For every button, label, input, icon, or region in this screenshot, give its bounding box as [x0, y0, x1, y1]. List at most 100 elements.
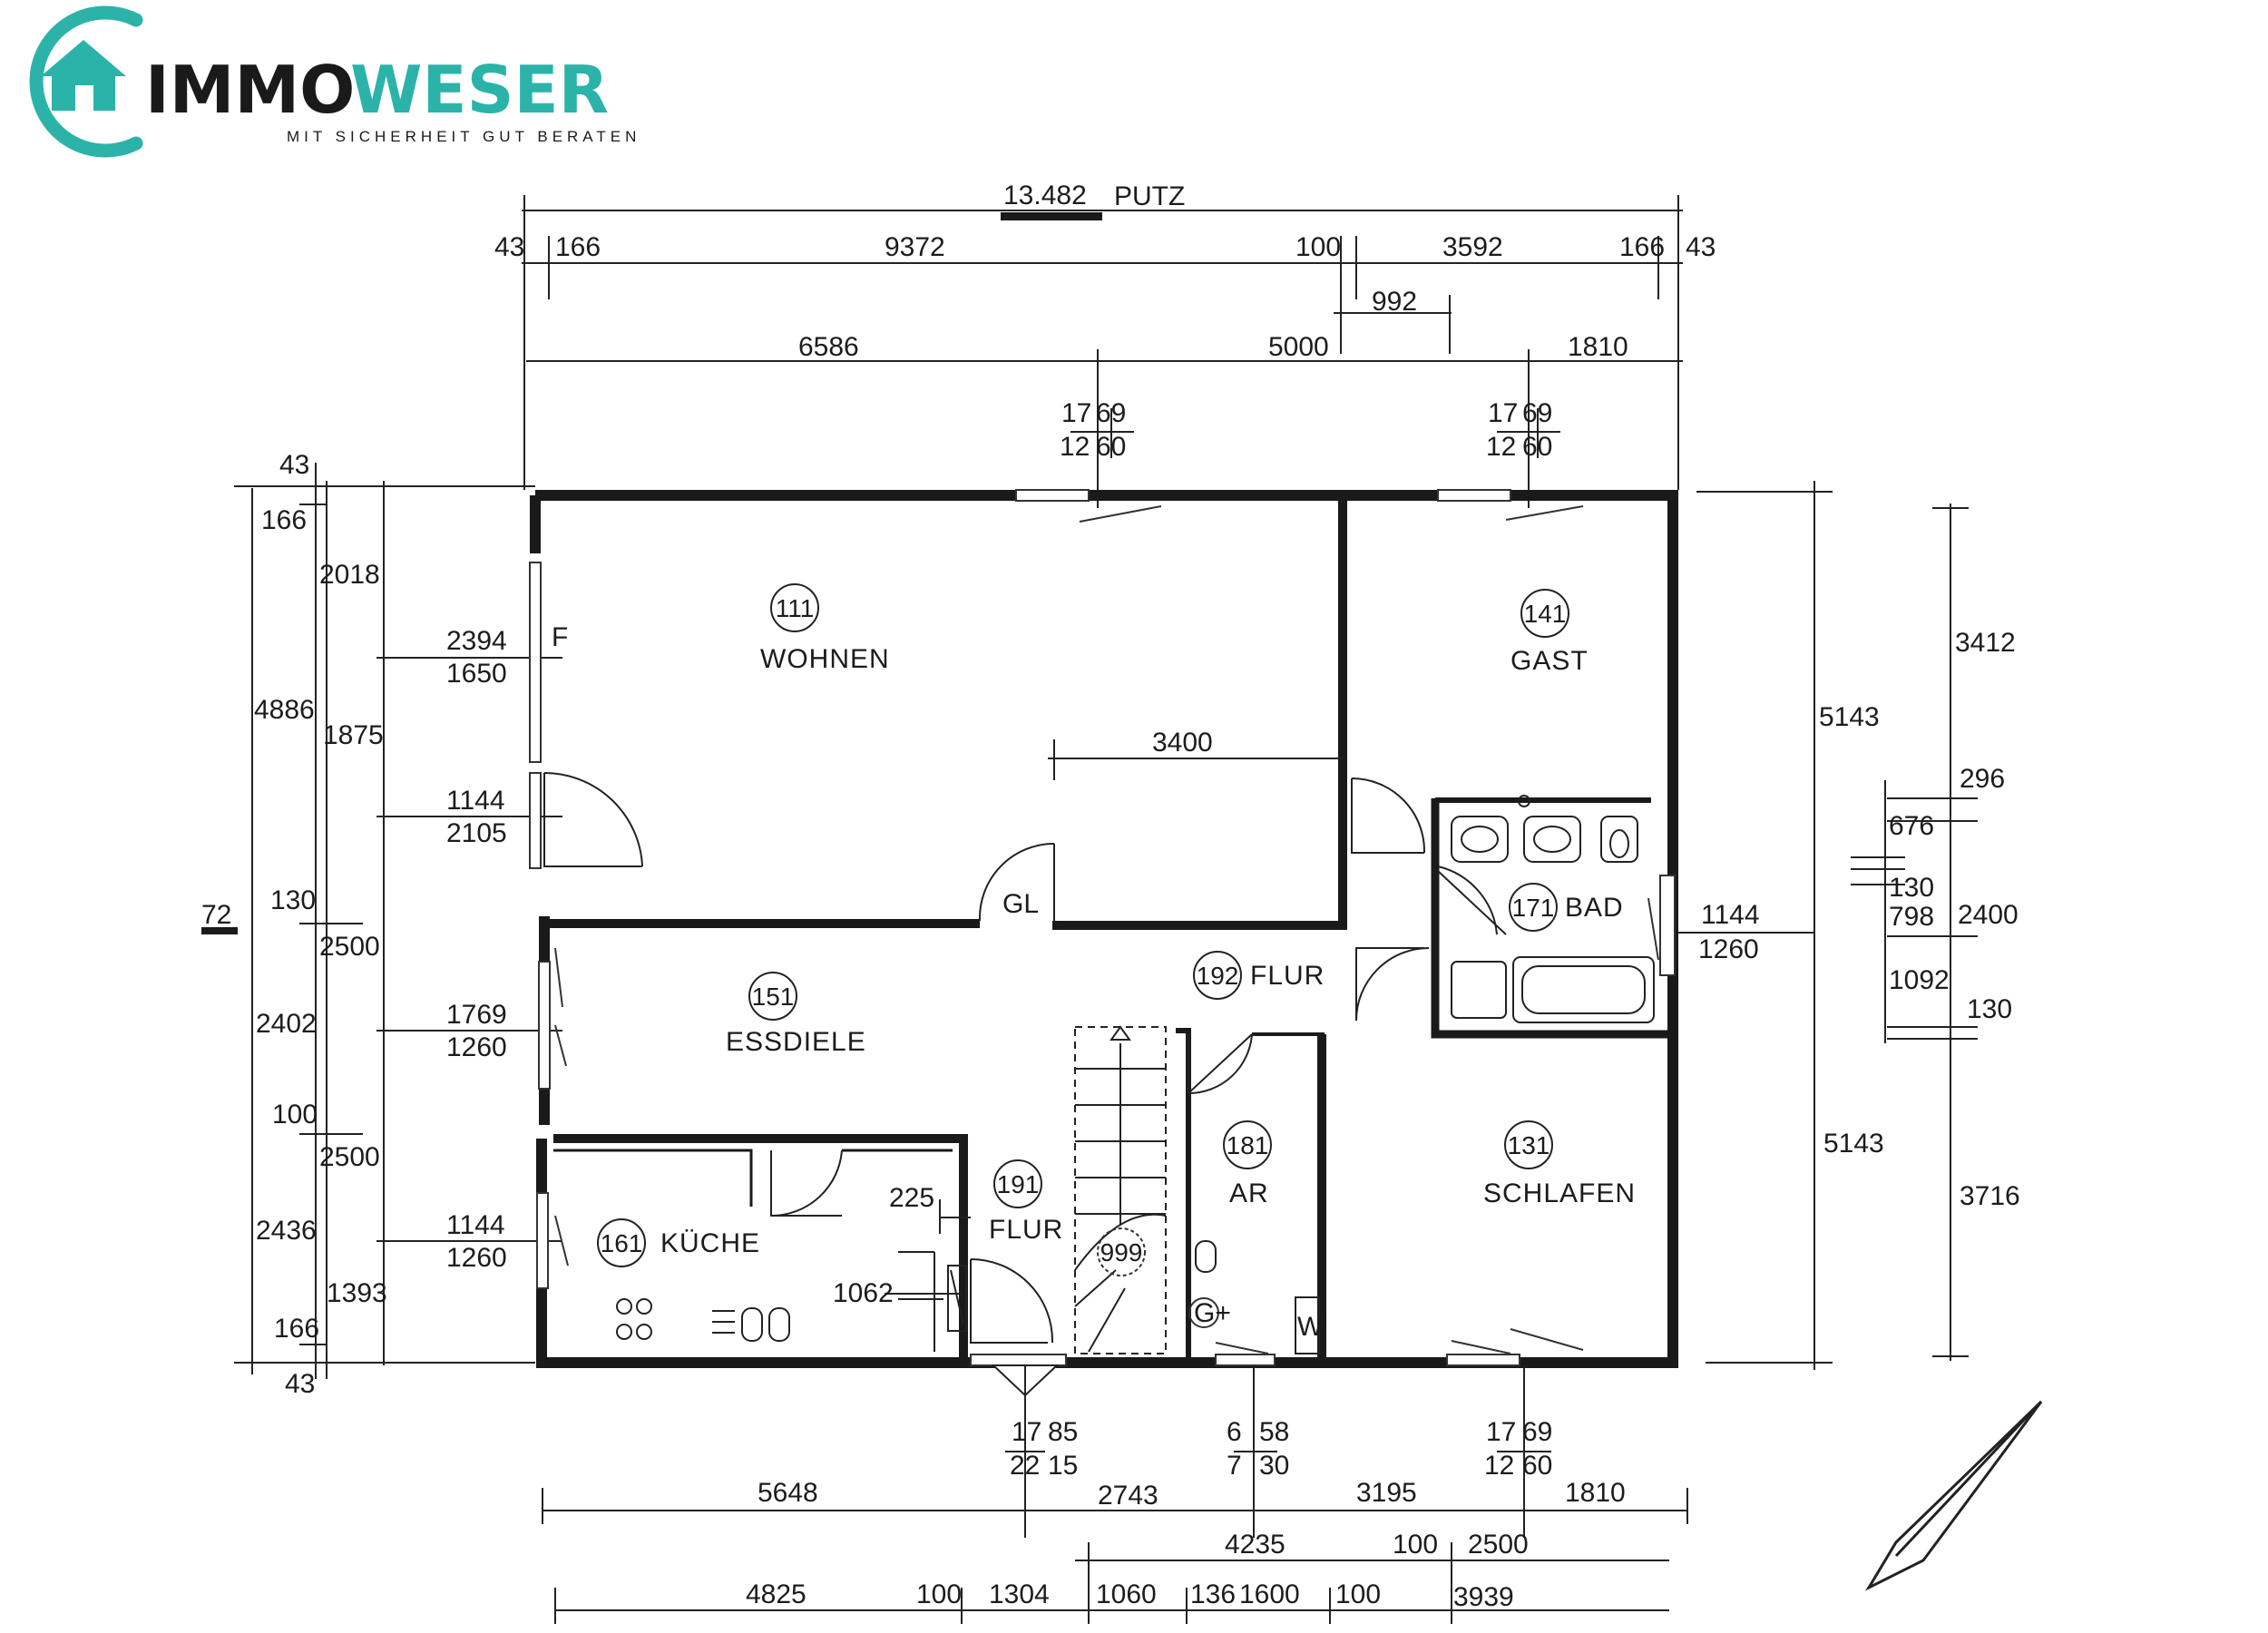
- left-dim-43-bottom: 43: [285, 1369, 315, 1399]
- entrance-arrow: [991, 1364, 1060, 1424]
- overall-width-mark: [1001, 212, 1102, 220]
- windows: [529, 489, 1676, 1366]
- right-dim-5143-top: 5143: [1819, 702, 1880, 732]
- bottom-dim-2743: 2743: [1098, 1481, 1158, 1511]
- room-gast: 141 GAST: [1510, 589, 1589, 676]
- label-gl: GL: [1002, 889, 1039, 919]
- svg-text:1769: 1769: [446, 1000, 507, 1030]
- bottom-dim-2500: 2500: [1468, 1530, 1529, 1560]
- top-dim-992: 992: [1372, 287, 1417, 317]
- washer-label: W: [1297, 1312, 1324, 1342]
- room-essdiele: 151 ESSDIELE: [726, 972, 865, 1057]
- overall-width: 13.482: [1003, 181, 1087, 210]
- window-label-top-1: 17 69 12 60: [1060, 398, 1126, 462]
- bathroom-fixtures: [1451, 795, 1655, 1023]
- bottom-dim-100-a: 100: [1393, 1530, 1438, 1560]
- left-dim-2500-a: 2500: [319, 932, 380, 962]
- svg-text:15: 15: [1048, 1451, 1078, 1481]
- bottom-dim-100-b: 100: [916, 1579, 962, 1609]
- svg-text:191: 191: [997, 1170, 1040, 1198]
- left-window-labels: 2394 1650 1144 2105 1769 1260 1144 1260: [446, 626, 507, 1273]
- cut-mark: [201, 927, 238, 934]
- svg-text:22: 22: [1010, 1451, 1040, 1481]
- room-flur-192: 192 FLUR: [1193, 951, 1325, 1000]
- svg-text:17: 17: [1488, 398, 1518, 428]
- left-dim-4886: 4886: [254, 695, 315, 725]
- right-dim-3412: 3412: [1955, 628, 2016, 658]
- top-dim-3: 9372: [885, 232, 945, 262]
- north-arrow-icon: [1865, 1400, 2043, 1591]
- room-flur-191: 191 FLUR: [989, 1159, 1063, 1245]
- top-dim-2: 166: [555, 232, 601, 262]
- svg-text:1650: 1650: [446, 659, 507, 689]
- svg-text:192: 192: [1197, 962, 1239, 990]
- interior-dimensions: [885, 739, 1343, 1295]
- svg-text:1144: 1144: [446, 786, 505, 816]
- svg-text:GAST: GAST: [1510, 646, 1589, 676]
- room-wohnen: 111 WOHNEN: [760, 583, 890, 674]
- room-999-marker: 999: [1097, 1227, 1146, 1276]
- left-dim-1393: 1393: [327, 1278, 387, 1308]
- right-dim-5143-bottom: 5143: [1823, 1129, 1884, 1159]
- svg-text:FLUR: FLUR: [989, 1215, 1063, 1245]
- svg-text:17: 17: [1012, 1417, 1041, 1447]
- room-bad: 171 BAD: [1509, 883, 1623, 932]
- kitchen-fixtures: [616, 1251, 967, 1352]
- svg-text:KÜCHE: KÜCHE: [660, 1228, 760, 1258]
- right-dim-1092: 1092: [1889, 965, 1950, 995]
- svg-text:2105: 2105: [446, 818, 507, 848]
- svg-text:AR: AR: [1229, 1178, 1269, 1208]
- house-icon: [41, 40, 126, 111]
- top-dim-7: 43: [1686, 232, 1716, 262]
- svg-text:1144: 1144: [1701, 900, 1760, 930]
- window-label-top-2: 17 69 12 60: [1486, 398, 1552, 462]
- top-dim-1810: 1810: [1568, 332, 1628, 362]
- left-dim-2436: 2436: [256, 1216, 317, 1246]
- bottom-dim-1810: 1810: [1565, 1478, 1626, 1508]
- brand-name-part1: IMMO: [145, 52, 355, 128]
- svg-text:WOHNEN: WOHNEN: [760, 644, 890, 674]
- top-dim-4: 100: [1295, 232, 1341, 262]
- svg-text:12: 12: [1486, 432, 1516, 462]
- immoweser-logo: IMMO WESER MIT SICHERHEIT GUT BERATEN: [29, 5, 636, 158]
- svg-text:171: 171: [1512, 894, 1555, 922]
- right-dim-2400: 2400: [1958, 900, 2019, 930]
- bottom-dim-4235: 4235: [1225, 1530, 1286, 1560]
- brand-name-part2: WESER: [350, 52, 609, 128]
- svg-text:6: 6: [1227, 1417, 1242, 1447]
- bottom-dim-1060: 1060: [1096, 1579, 1157, 1609]
- right-dim-676: 676: [1889, 811, 1934, 841]
- label-f: F: [552, 622, 568, 652]
- svg-text:1260: 1260: [446, 1032, 507, 1062]
- svg-text:111: 111: [776, 594, 815, 622]
- gas-meter: G+: [1188, 1297, 1231, 1328]
- staircase: [1074, 1025, 1167, 1354]
- left-dim-2402: 2402: [256, 1009, 317, 1039]
- bottom-dim-1600: 1600: [1239, 1579, 1300, 1609]
- svg-text:17: 17: [1486, 1417, 1516, 1447]
- bottom-dim-136: 136: [1190, 1579, 1236, 1609]
- overall-width-suffix: PUTZ: [1114, 181, 1185, 211]
- left-dim-166-bottom: 166: [274, 1314, 319, 1344]
- svg-text:69: 69: [1096, 398, 1126, 428]
- right-dim-296: 296: [1960, 764, 2005, 794]
- svg-text:181: 181: [1227, 1131, 1269, 1159]
- bottom-dim-100-c: 100: [1335, 1579, 1381, 1609]
- left-dim-2500-b: 2500: [319, 1142, 380, 1172]
- bottom-dimensions: [542, 1365, 1688, 1624]
- svg-text:85: 85: [1048, 1417, 1078, 1447]
- svg-text:141: 141: [1524, 600, 1567, 628]
- top-dim-1: 43: [494, 232, 524, 262]
- right-dim-130-a: 130: [1889, 873, 1934, 903]
- svg-text:60: 60: [1096, 432, 1126, 462]
- right-dim-798: 798: [1889, 902, 1934, 932]
- svg-text:12: 12: [1484, 1451, 1514, 1481]
- svg-text:69: 69: [1522, 1417, 1552, 1447]
- svg-text:FLUR: FLUR: [1250, 961, 1325, 991]
- top-dim-6: 166: [1619, 232, 1665, 262]
- svg-text:131: 131: [1508, 1131, 1550, 1159]
- svg-text:1144: 1144: [446, 1210, 505, 1240]
- bottom-dim-5648: 5648: [758, 1478, 818, 1508]
- left-dim-43-top: 43: [279, 450, 309, 480]
- logo-ring-icon: [29, 5, 143, 158]
